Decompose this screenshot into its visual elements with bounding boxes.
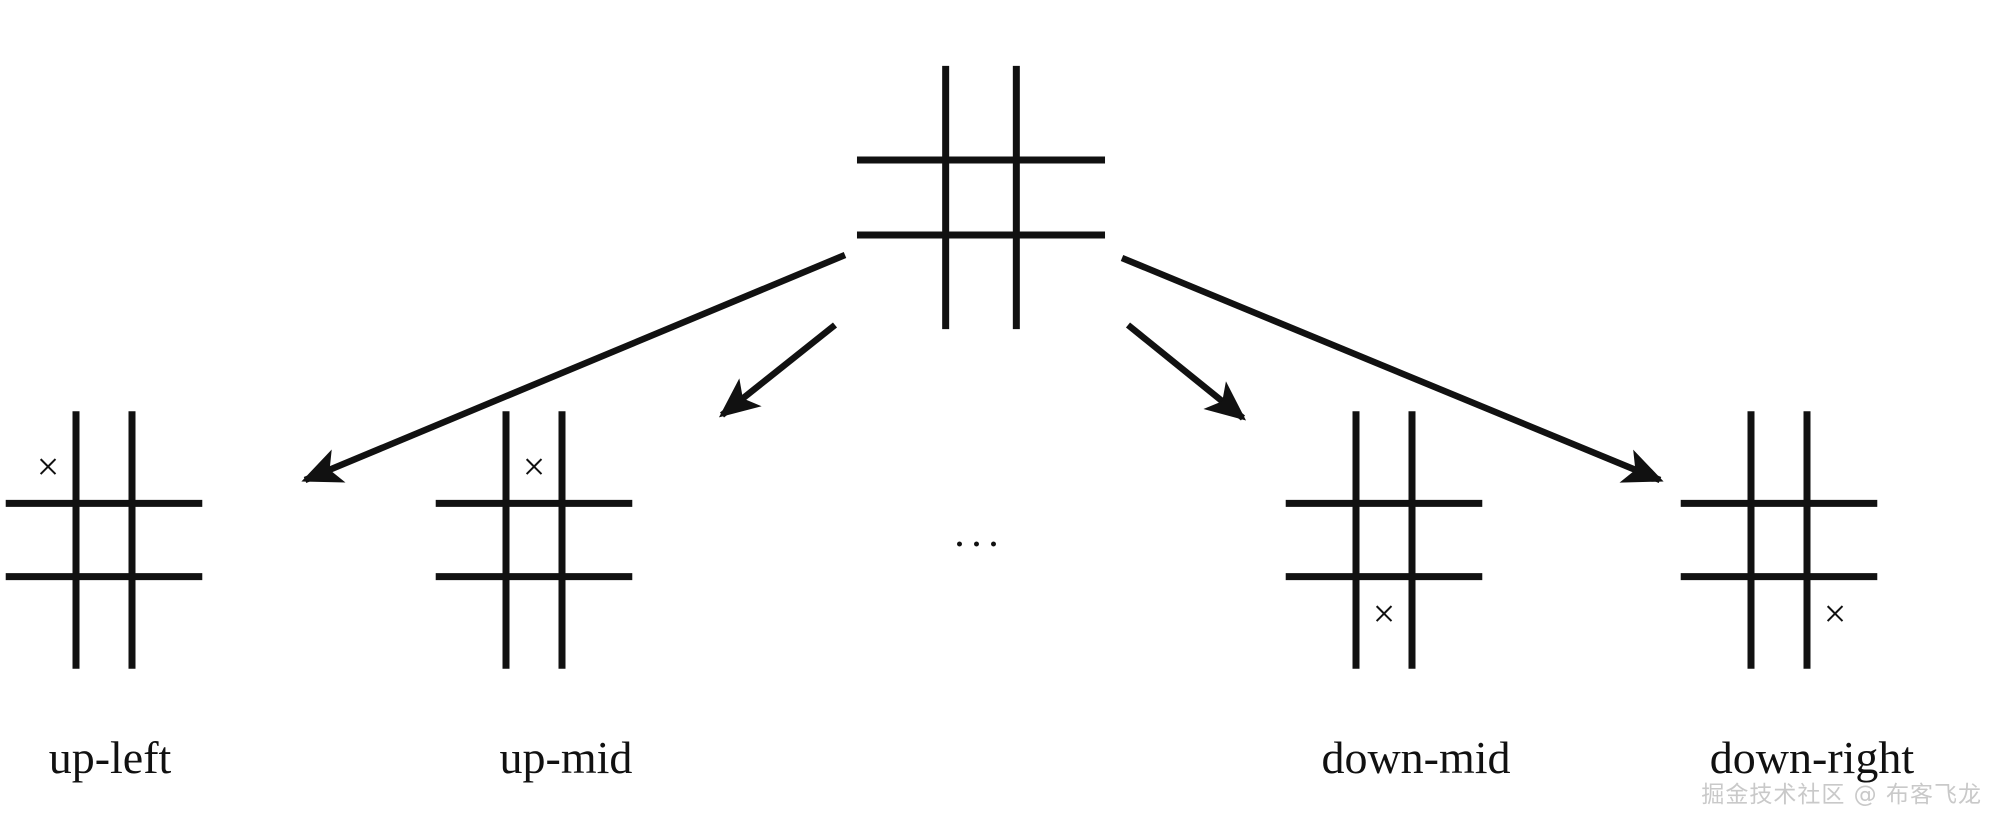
ellipsis-layer: ··· <box>953 522 1004 568</box>
board-label-down-right: down-right <box>1709 732 1915 783</box>
board-mark-x-icon: × <box>523 444 546 489</box>
child-board-up-left: × <box>5 411 203 669</box>
arrows-layer <box>301 252 1664 484</box>
child-board-down-right: × <box>1680 411 1878 669</box>
arrow-to-up-mid <box>718 322 838 418</box>
board-label-down-mid: down-mid <box>1321 732 1511 783</box>
board-mark-x-icon: × <box>37 444 60 489</box>
child-board-up-mid: × <box>435 411 633 669</box>
ellipsis-text: ··· <box>953 522 1004 568</box>
watermark-text: 掘金技术社区 @ 布客飞龙 <box>1701 782 1982 808</box>
board-label-up-left: up-left <box>48 732 172 783</box>
board-mark-x-icon: × <box>1824 591 1847 636</box>
board-label-up-mid: up-mid <box>499 732 633 783</box>
arrow-to-up-left <box>301 252 847 483</box>
root-board <box>856 65 1106 330</box>
boards-layer: × × × × <box>5 65 1878 669</box>
arrow-to-down-right <box>1120 254 1664 484</box>
board-mark-x-icon: × <box>1373 591 1396 636</box>
arrow-to-down-mid <box>1125 322 1247 421</box>
child-board-down-mid: × <box>1285 411 1483 669</box>
